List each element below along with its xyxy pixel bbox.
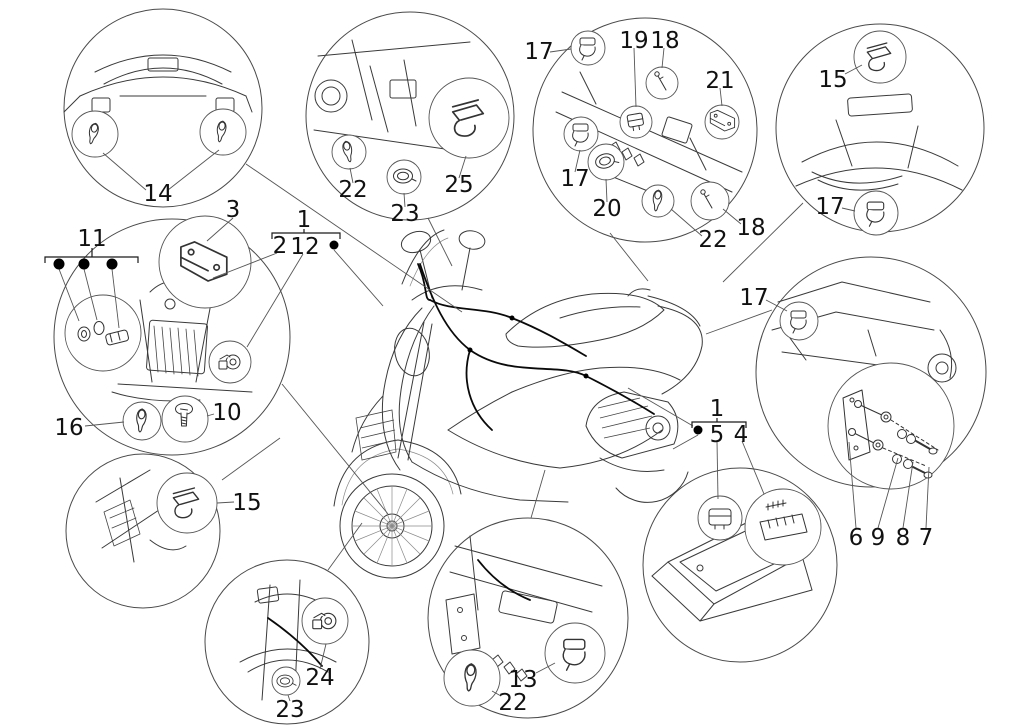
detail-circle-handlebar <box>63 8 263 208</box>
radiator-grille <box>355 409 397 461</box>
rear-rack-detail <box>795 30 963 236</box>
bullet-dot <box>106 258 118 270</box>
detail-circle-rear-subframe <box>532 17 758 243</box>
scooter-illustration <box>333 229 703 579</box>
engine <box>585 391 689 503</box>
callout-17-rack: 17 <box>815 194 844 220</box>
headlamp-detail <box>313 39 510 195</box>
callout-8: 8 <box>896 525 911 551</box>
callout-5: 5 <box>710 422 725 448</box>
seat <box>505 288 665 348</box>
callout-11: 11 <box>77 226 106 252</box>
bullet-dot <box>693 425 703 435</box>
detail-circle-regulator <box>53 218 291 456</box>
callout-10: 10 <box>212 400 241 426</box>
mirrors <box>400 230 486 301</box>
fuse-box-icon <box>759 499 808 541</box>
detail-circle-radiator-frame <box>65 453 221 609</box>
front-fork-detail <box>239 579 349 701</box>
callout-6: 6 <box>849 525 864 551</box>
detail-circle-underbody <box>427 517 629 719</box>
bracket-1-battery <box>691 418 747 435</box>
detail-circle-headlamp-cowl <box>305 11 515 221</box>
bracket-11 <box>44 248 139 270</box>
callout-13: 13 <box>508 667 537 693</box>
floorboard <box>411 391 569 503</box>
ignition-switch-parts-icon <box>77 321 129 346</box>
callout-21: 21 <box>705 68 734 94</box>
callout-23-headlamp: 23 <box>390 201 419 227</box>
callout-labels: 14 22 23 25 17 19 18 21 17 20 22 18 15 1… <box>54 28 933 723</box>
callout-15-radiator: 15 <box>232 490 261 516</box>
callout-9: 9 <box>871 525 886 551</box>
callout-25: 25 <box>444 172 473 198</box>
regulator-detail <box>64 215 253 443</box>
callout-24: 24 <box>305 665 334 691</box>
callout-1-front: 1 <box>297 207 312 233</box>
callout-2: 2 <box>273 233 288 259</box>
callout-12: 12 <box>290 234 319 260</box>
battery-detail <box>651 488 822 622</box>
callout-14: 14 <box>143 181 172 207</box>
subcircle-screw-18b <box>690 181 730 221</box>
callout-18-top: 18 <box>650 28 679 54</box>
bolt-set-icon <box>842 389 939 479</box>
callout-7: 7 <box>919 525 934 551</box>
detail-circle-front-fork <box>204 559 370 725</box>
callout-1-battery: 1 <box>710 396 725 422</box>
radiator-frame-detail <box>95 469 218 563</box>
bullet-dot <box>329 240 339 250</box>
callout-17-subframe-b: 17 <box>560 166 589 192</box>
callout-16: 16 <box>54 415 83 441</box>
callout-4: 4 <box>734 422 749 448</box>
callout-22-subframe: 22 <box>698 227 727 253</box>
detail-circle-ground-bracket <box>755 256 987 488</box>
callout-18-bottom: 18 <box>736 215 765 241</box>
rear-subframe-detail <box>555 30 743 221</box>
bullet-dot <box>53 258 65 270</box>
underbody-detail <box>443 535 606 707</box>
ground-bracket-detail <box>771 281 957 490</box>
handlebar-detail <box>63 54 253 158</box>
callout-brackets <box>44 229 747 435</box>
callout-22-underbody: 22 <box>498 690 527 716</box>
windscreen <box>401 229 445 285</box>
callout-15-rack: 15 <box>818 67 847 93</box>
bullet-dot <box>78 258 90 270</box>
callout-23-fork: 23 <box>275 697 304 723</box>
detail-circle-battery <box>642 467 838 663</box>
subcircle-switch-parts-11 <box>64 294 142 372</box>
tail-body <box>511 295 703 469</box>
callout-17-subframe-a: 17 <box>524 39 553 65</box>
callout-19: 19 <box>619 28 648 54</box>
callout-17-side: 17 <box>739 285 768 311</box>
front-wheel <box>339 473 445 579</box>
callout-20: 20 <box>592 196 621 222</box>
leader-lines <box>58 47 930 702</box>
callout-22-headlamp: 22 <box>338 177 367 203</box>
leg-shield <box>351 305 435 471</box>
callout-3: 3 <box>226 197 241 223</box>
front-fender <box>333 439 462 507</box>
bracket-1-front <box>271 229 341 250</box>
